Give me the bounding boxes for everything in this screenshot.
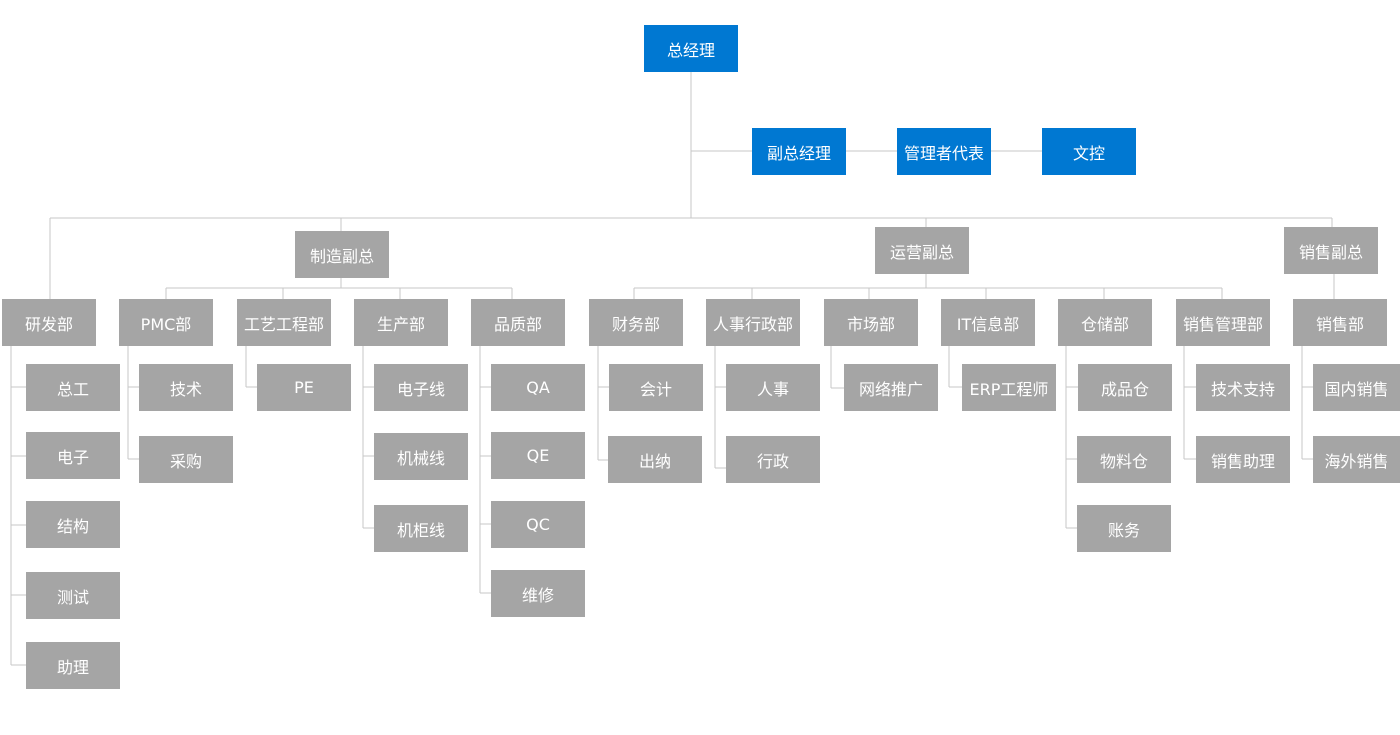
manufacturing-vp-box: 制造副总 xyxy=(295,231,389,278)
rd-item: 助理 xyxy=(26,642,120,689)
sales-vp-box: 销售副总 xyxy=(1284,227,1378,274)
dept-it: IT信息部 xyxy=(941,299,1035,346)
hr-item: 行政 xyxy=(726,436,820,483)
operations-vp-box: 运营副总 xyxy=(875,227,969,274)
sales-mgmt-item: 销售助理 xyxy=(1196,436,1290,483)
rd-item: 总工 xyxy=(26,364,120,411)
quality-item: 维修 xyxy=(491,570,585,617)
warehouse-item: 账务 xyxy=(1077,505,1171,552)
quality-item: QA xyxy=(491,364,585,411)
hr-item: 人事 xyxy=(726,364,820,411)
dept-pmc: PMC部 xyxy=(119,299,213,346)
sales-item: 国内销售 xyxy=(1313,364,1400,411)
dept-process-engineering: 工艺工程部 xyxy=(237,299,331,346)
dept-production: 生产部 xyxy=(354,299,448,346)
warehouse-item: 成品仓 xyxy=(1078,364,1172,411)
production-item: 电子线 xyxy=(374,364,468,411)
dept-sales-management: 销售管理部 xyxy=(1176,299,1270,346)
pmc-item: 技术 xyxy=(139,364,233,411)
management-rep-box: 管理者代表 xyxy=(897,128,991,175)
sales-mgmt-item: 技术支持 xyxy=(1196,364,1290,411)
dept-hr-admin: 人事行政部 xyxy=(706,299,800,346)
warehouse-item: 物料仓 xyxy=(1077,436,1171,483)
pmc-item: 采购 xyxy=(139,436,233,483)
sales-item: 海外销售 xyxy=(1313,436,1400,483)
dept-quality: 品质部 xyxy=(471,299,565,346)
quality-item: QE xyxy=(491,432,585,479)
dept-warehouse: 仓储部 xyxy=(1058,299,1152,346)
general-manager-box: 总经理 xyxy=(644,25,738,72)
marketing-item: 网络推广 xyxy=(844,364,938,411)
it-item: ERP工程师 xyxy=(962,364,1056,411)
dept-marketing: 市场部 xyxy=(824,299,918,346)
rd-item: 结构 xyxy=(26,501,120,548)
rd-item: 测试 xyxy=(26,572,120,619)
production-item: 机械线 xyxy=(374,433,468,480)
rd-item: 电子 xyxy=(26,432,120,479)
deputy-gm-box: 副总经理 xyxy=(752,128,846,175)
production-item: 机柜线 xyxy=(374,505,468,552)
process-item: PE xyxy=(257,364,351,411)
dept-finance: 财务部 xyxy=(589,299,683,346)
dept-sales: 销售部 xyxy=(1293,299,1387,346)
quality-item: QC xyxy=(491,501,585,548)
document-control-box: 文控 xyxy=(1042,128,1136,175)
dept-rd: 研发部 xyxy=(2,299,96,346)
finance-item: 出纳 xyxy=(608,436,702,483)
finance-item: 会计 xyxy=(609,364,703,411)
